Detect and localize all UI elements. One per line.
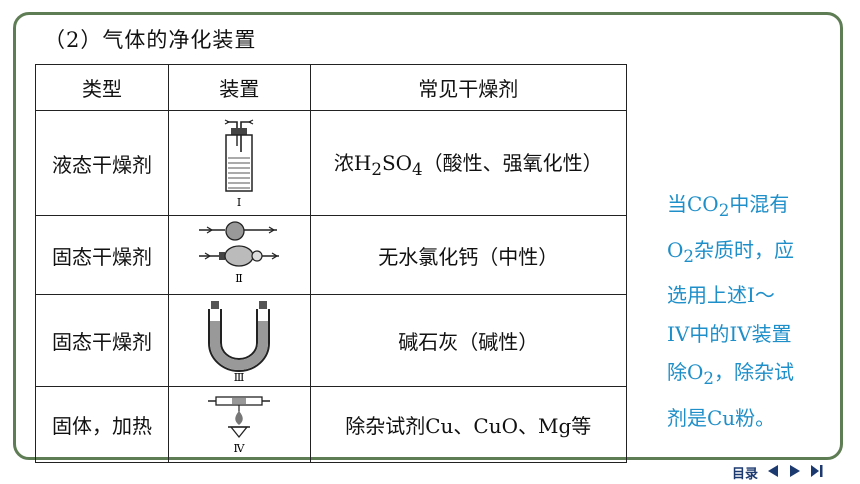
side-note: 当CO2中混有 O2杂质时，应 选用上述I～ IV中的IV装置 除O2，除杂试 …	[667, 185, 835, 437]
device-label: Ⅲ	[234, 371, 245, 383]
header-device: 装置	[168, 64, 311, 111]
section-heading: （2）气体的净化装置	[44, 28, 257, 52]
u-tube-icon: Ⅲ	[208, 300, 271, 383]
cell-agent: 无水氯化钙（中性）	[309, 215, 628, 295]
menu-link[interactable]: 目录	[732, 467, 759, 482]
cell-device: Ⅰ	[168, 110, 311, 216]
cell-device: Ⅳ	[168, 386, 311, 463]
cell-type: 固态干燥剂	[34, 215, 170, 295]
note-line: 选用上述I～	[667, 283, 775, 307]
heated-tube-icon: Ⅳ	[208, 395, 271, 455]
device-label: Ⅳ	[234, 442, 246, 455]
device-label: Ⅰ	[237, 196, 241, 209]
cell-agent: 碱石灰（碱性）	[309, 294, 628, 387]
cell-type: 液态干燥剂	[34, 110, 170, 216]
note-line: O2杂质时，应	[667, 237, 795, 266]
device-label: Ⅱ	[236, 272, 243, 285]
header-type: 类型	[34, 64, 170, 111]
cell-type: 固体，加热	[34, 386, 170, 463]
table-row: 固态干燥剂 Ⅱ 无水氯化钙（中性）	[34, 215, 628, 295]
cell-type: 固态干燥剂	[34, 294, 170, 387]
note-line: 剂是Cu粉。	[667, 405, 776, 430]
note-line: IV中的IV装置	[667, 321, 792, 346]
table-row: 固态干燥剂 Ⅲ 碱石灰（碱性）	[34, 294, 628, 387]
triangle-left-icon[interactable]	[766, 464, 780, 482]
cell-device: Ⅱ	[168, 215, 311, 295]
purification-table: 类型 装置 常见干燥剂 液态干燥剂 Ⅰ 浓H	[34, 64, 628, 463]
table-row: 固体，加热 Ⅳ 除杂试剂Cu、CuO、Mg等	[34, 386, 628, 463]
drying-tube-icon: Ⅱ	[199, 221, 280, 285]
cell-agent: 浓H2SO4（酸性、强氧化性）	[309, 110, 628, 216]
note-line: 除O2，除杂试	[667, 360, 795, 388]
note-line: 当CO2中混有	[667, 192, 790, 220]
wash-bottle-icon: Ⅰ	[225, 119, 254, 209]
header-agent: 常见干燥剂	[309, 64, 628, 111]
table-row: 液态干燥剂 Ⅰ 浓H2SO4（酸性、强氧化性）	[34, 110, 628, 216]
skip-end-icon[interactable]	[810, 464, 824, 482]
cell-agent: 除杂试剂Cu、CuO、Mg等	[309, 386, 628, 463]
triangle-right-icon[interactable]	[788, 464, 802, 482]
table-header-row: 类型 装置 常见干燥剂	[34, 64, 628, 111]
slide-navigation: 目录	[732, 463, 824, 482]
cell-device: Ⅲ	[168, 294, 311, 387]
